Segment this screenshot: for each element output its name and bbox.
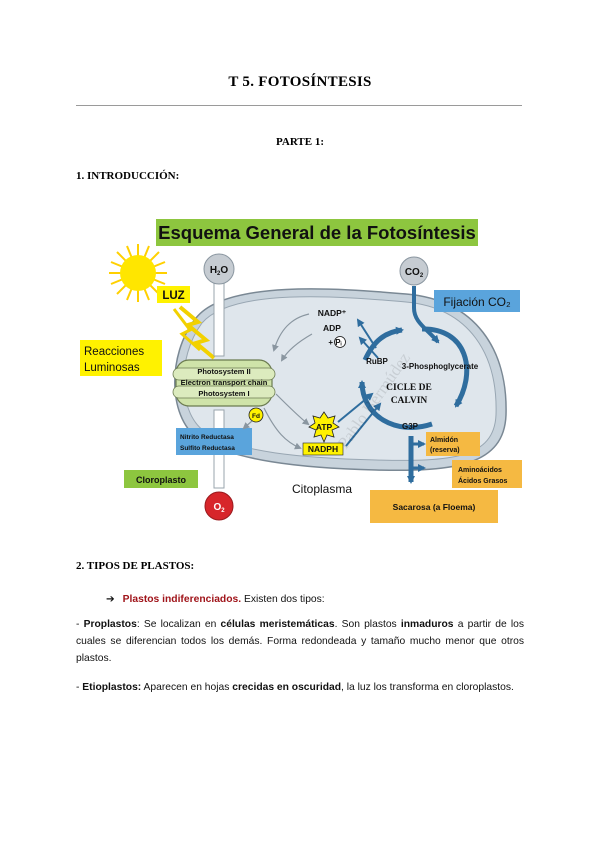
fijacion-co2-label: Fijación CO₂: [443, 295, 511, 309]
citoplasma-label: Citoplasma: [292, 482, 352, 496]
calvin-label: CALVIN: [391, 396, 428, 406]
light-bolt-icon: [172, 308, 201, 352]
cloroplasto-label: Cloroplasto: [136, 475, 187, 485]
almidon-reserva-label: (reserva): [430, 447, 460, 454]
photosynthesis-diagram: Esquema General de la Fotosíntesis LUZ R…: [80, 219, 522, 523]
h2o-flow-arrow: [213, 279, 225, 357]
sacarosa-box: [370, 490, 498, 523]
fd-label: Fd: [252, 413, 260, 420]
diagram-title-background: [156, 219, 478, 246]
proplastos-bold-2: inmaduros: [400, 619, 454, 630]
co2-bubble: [399, 256, 429, 286]
paragraph-proplastos: - Proplastos: Se localizan en células me…: [76, 616, 524, 667]
proplastos-text-2: . Son plastos: [334, 619, 401, 630]
g3p-label: G3P: [402, 422, 419, 431]
fd-to-reductasa-arrow: [242, 420, 253, 430]
acidos-grasos-label: Ácidos Grasos: [458, 476, 508, 485]
thylakoid-to-atp-arrow: [275, 393, 310, 426]
section-heading-tipos-de-plastos: 2. TIPOS DE PLASTOS:: [76, 560, 195, 572]
bullet-plastos-indiferenciados: ➔ Plastos indiferenciados. Existen dos ti…: [106, 591, 526, 608]
thylakoid-to-nadph-arrow: [263, 407, 302, 450]
nitrito-reductasa-label: Nitrito Reductasa: [180, 434, 234, 441]
almidon-box: [426, 432, 480, 456]
part-heading: PARTE 1:: [276, 136, 324, 148]
pi-label: + Pᵢ: [328, 338, 341, 347]
fd-circle: [248, 407, 264, 423]
sulfito-reductasa-label: Sulfito Reductasa: [180, 445, 235, 452]
dash: -: [76, 619, 84, 630]
photosystem-label-3: Photosystem I: [198, 389, 249, 398]
proplastos-text-1: : Se localizan en: [136, 619, 221, 630]
h2o-label: H2O: [210, 265, 229, 277]
luz-label-box: [157, 286, 190, 303]
atp-burst-icon: [308, 411, 340, 444]
cicle-de-label: CICLE DE: [386, 383, 432, 393]
atp-to-calvin-arrow: [337, 392, 374, 423]
o2-label: O2: [213, 502, 225, 514]
bullet-text: Existen dos tipos:: [241, 594, 325, 605]
reacciones-luminosas-box: [80, 340, 162, 376]
phosphoglycerate-label: 3-Phosphoglycerate: [402, 362, 479, 371]
adp-return-arrow: [280, 333, 313, 362]
adp-label: ADP: [323, 323, 341, 333]
reacciones-label-2: Luminosas: [84, 362, 140, 374]
co2-fixation-arrow: [412, 286, 440, 344]
calvin-cycle-loop: [421, 326, 470, 408]
calvin-cycle-loop: [358, 380, 433, 430]
photosystem-label-2: Electron transport chain: [181, 378, 268, 387]
nadph-to-calvin-arrow: [345, 402, 382, 447]
proplastos-text-3: a partir de los cuales se diferencian to…: [76, 619, 525, 664]
rubp-label: RuBP: [366, 357, 388, 366]
diagram-title: Esquema General de la Fotosíntesis: [158, 222, 476, 243]
atp-label: ATP: [316, 422, 333, 432]
proplastos-term: Proplastos: [83, 619, 137, 630]
etioplastos-bold-1: crecidas en oscuridad: [232, 682, 342, 693]
sun-icon: [109, 244, 167, 302]
title-divider: [76, 105, 522, 106]
pi-circle: [334, 336, 346, 348]
calvin-to-adp-arrow: [358, 336, 379, 359]
sacarosa-label: Sacarosa (a Floema): [393, 502, 476, 512]
calvin-to-nadp-arrow: [356, 318, 377, 349]
nadph-label: NADPH: [308, 444, 338, 454]
nadp-return-arrow: [272, 313, 310, 352]
almidon-label: Almidón: [430, 437, 458, 444]
etioplastos-text-2: , la luz los transforma en cloroplastos.: [341, 682, 514, 693]
photosystem-label-1: Photosystem II: [197, 367, 250, 376]
nadph-box: [302, 442, 344, 456]
co2-label: CO2: [405, 267, 424, 279]
aminoacidos-box: [452, 460, 522, 488]
cloroplasto-label-box: [124, 470, 198, 488]
etioplastos-text-1: Aparecen en hojas: [141, 682, 233, 693]
proplastos-bold-1: células meristemáticas: [220, 619, 335, 630]
etioplastos-term: Etioplastos:: [82, 682, 142, 693]
aminoacidos-label: Aminoácidos: [458, 467, 502, 474]
h2o-bubble: [203, 253, 235, 285]
reacciones-label-1: Reacciones: [84, 346, 144, 358]
light-bolt-icon: [178, 305, 216, 360]
nadp-plus-label: NADP⁺: [318, 308, 347, 318]
reductasas-box: [176, 428, 252, 455]
dash: -: [76, 682, 83, 693]
paragraph-etioplastos: - Etioplastos: Aparecen en hojas crecida…: [76, 679, 524, 696]
o2-bubble: [204, 491, 234, 521]
fijacion-co2-box: [434, 290, 520, 312]
page-title: T 5. FOTOSÍNTESIS: [228, 74, 372, 90]
thylakoid-stack: [172, 359, 276, 407]
luz-label: LUZ: [162, 290, 184, 302]
plastos-indiferenciados-term: Plastos indiferenciados.: [122, 594, 242, 605]
arrow-bullet-icon: ➔: [106, 594, 115, 605]
calvin-cycle-loop: [362, 326, 404, 362]
section-heading-introduccion: 1. INTRODUCCIÓN:: [76, 170, 180, 182]
